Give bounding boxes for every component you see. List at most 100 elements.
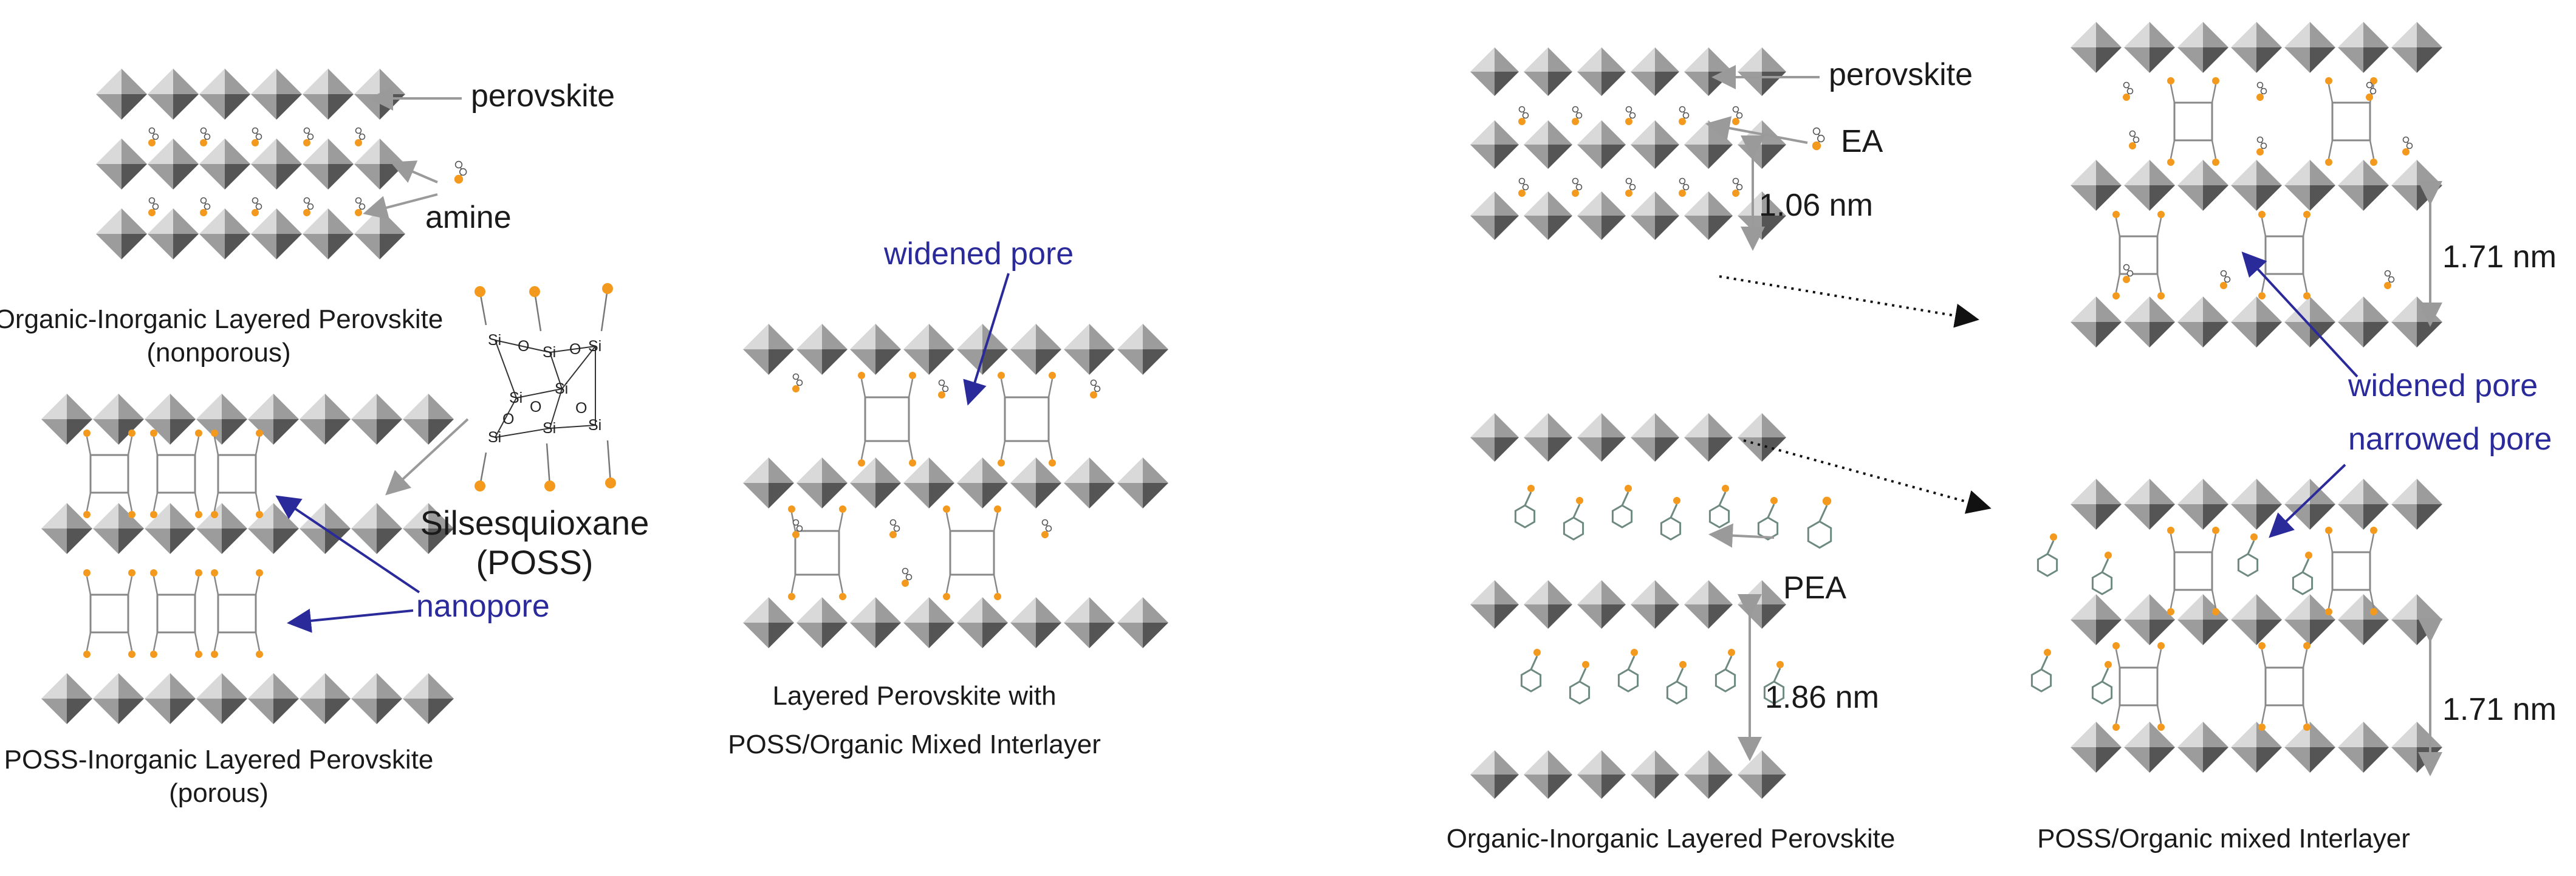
octahedra-row xyxy=(41,673,454,724)
octahedron xyxy=(354,208,405,259)
octahedron xyxy=(403,673,454,724)
pea-molecule xyxy=(1666,661,1688,705)
amine-molecule xyxy=(1812,127,1825,151)
octahedron xyxy=(145,503,196,554)
octahedron xyxy=(796,457,848,508)
octahedron xyxy=(1470,413,1519,462)
octahedron xyxy=(743,597,794,648)
octahedron xyxy=(1470,120,1519,169)
octahedron xyxy=(1524,191,1572,240)
octahedron xyxy=(2177,479,2228,530)
octahedron xyxy=(2338,594,2389,645)
octahedron xyxy=(2177,722,2228,773)
octahedron xyxy=(1524,413,1572,462)
octahedron xyxy=(1684,413,1733,462)
octahedron xyxy=(303,69,354,120)
octahedron xyxy=(1631,47,1679,96)
octahedron xyxy=(251,208,302,259)
arrow xyxy=(963,273,1010,406)
poss-label-line2: (POSS) xyxy=(476,543,594,581)
octahedron xyxy=(1631,413,1679,462)
octahedron xyxy=(1631,120,1679,169)
octahedron xyxy=(351,503,402,554)
pea-molecule xyxy=(2237,533,2259,577)
amine-molecule xyxy=(2366,81,2377,101)
ea-label: EA xyxy=(1841,124,1883,159)
octahedron xyxy=(743,324,794,375)
widened-pore-label-c: widened pore xyxy=(2348,368,2538,403)
octahedron xyxy=(957,324,1008,375)
octahedron xyxy=(93,673,144,724)
poss-cage xyxy=(2167,77,2219,166)
octahedron xyxy=(1577,120,1626,169)
arrow xyxy=(1719,275,1979,328)
panel-c-caption-right: POSS/Organic mixed Interlayer xyxy=(2037,824,2410,854)
amine-molecule xyxy=(454,160,467,184)
amine-molecule xyxy=(1679,177,1690,197)
amine-molecule xyxy=(2256,136,2267,156)
octahedron xyxy=(2284,160,2335,211)
pea-molecule xyxy=(1763,661,1785,705)
octahedron xyxy=(1010,324,1061,375)
octahedron xyxy=(2391,160,2442,211)
octahedron xyxy=(2124,722,2175,773)
poss-cage xyxy=(83,569,135,658)
amine-molecule xyxy=(252,197,262,216)
octahedron xyxy=(41,503,92,554)
octahedron xyxy=(2071,22,2122,73)
amine-molecule xyxy=(2256,81,2267,101)
octahedron xyxy=(403,394,454,445)
octahedra-row xyxy=(1470,191,1786,240)
pea-molecule xyxy=(2292,552,2314,595)
pea-molecule xyxy=(1757,497,1779,541)
poss-cage xyxy=(2325,527,2377,615)
porous-caption-line2: (porous) xyxy=(169,778,269,808)
octahedron xyxy=(1631,580,1679,629)
amine-molecule xyxy=(1518,177,1529,197)
arrow xyxy=(2269,464,2346,538)
octahedra-row xyxy=(2071,479,2442,530)
molecules xyxy=(83,77,2413,731)
octahedra-row xyxy=(96,69,405,120)
octahedron xyxy=(199,208,250,259)
pea-molecule xyxy=(1611,485,1633,529)
octahedron xyxy=(96,208,147,259)
si-atom: Si xyxy=(488,332,501,349)
octahedron xyxy=(300,673,351,724)
amine-molecule xyxy=(902,567,913,587)
octahedron xyxy=(2231,296,2282,347)
octahedron xyxy=(2177,160,2228,211)
pea-molecule xyxy=(1708,485,1730,529)
arrows xyxy=(275,65,2442,776)
octahedron xyxy=(1684,750,1733,799)
pea-molecule xyxy=(1569,661,1591,705)
octahedra-row xyxy=(1470,580,1786,629)
amine-molecule xyxy=(2123,81,2134,101)
octahedron xyxy=(1684,580,1733,629)
amine-molecule xyxy=(1625,177,1636,197)
octahedron xyxy=(1631,750,1679,799)
octahedron xyxy=(903,324,954,375)
octahedron xyxy=(248,673,299,724)
octahedron xyxy=(196,503,247,554)
si-atom: Si xyxy=(543,420,556,437)
poss-cage xyxy=(943,505,1001,600)
octahedron xyxy=(1631,191,1679,240)
octahedron xyxy=(957,597,1008,648)
poss-cage xyxy=(83,429,135,518)
widened-pore-label-b: widened pore xyxy=(883,236,1074,272)
octahedron xyxy=(2071,722,2122,773)
octahedron xyxy=(743,457,794,508)
octahedron xyxy=(41,673,92,724)
octahedron xyxy=(1064,457,1115,508)
arrow xyxy=(390,160,438,183)
octahedron xyxy=(2071,160,2122,211)
pea-molecule xyxy=(1660,497,1682,541)
octahedra-row xyxy=(2071,22,2442,73)
octahedron xyxy=(351,394,402,445)
octahedra-row xyxy=(1470,120,1786,169)
octahedron xyxy=(2071,594,2122,645)
o-atom: O xyxy=(502,411,514,428)
poss-cage xyxy=(211,569,263,658)
octahedron xyxy=(1470,750,1519,799)
